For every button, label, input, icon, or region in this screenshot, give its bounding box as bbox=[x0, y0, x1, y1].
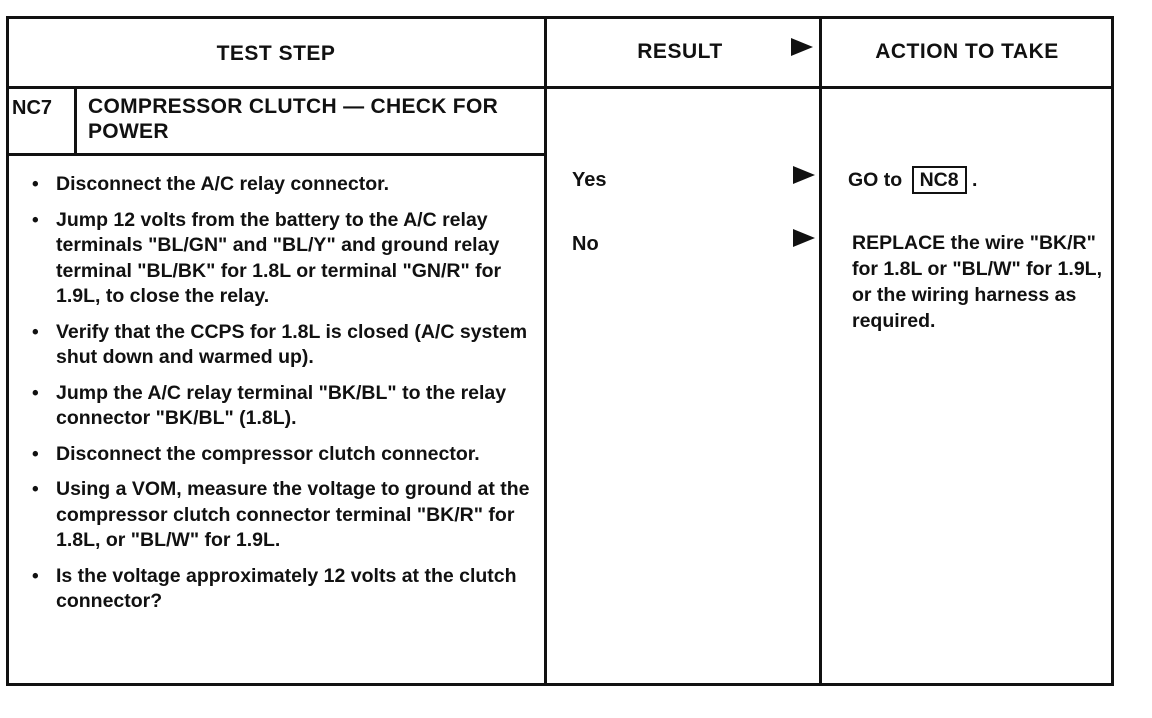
step-title-divider bbox=[8, 153, 546, 156]
result-no: No bbox=[572, 233, 599, 255]
step-code-divider bbox=[74, 86, 77, 154]
step-item: •Disconnect the compressor clutch connec… bbox=[30, 442, 530, 468]
step-item: •Jump the A/C relay terminal "BK/BL" to … bbox=[32, 381, 507, 430]
header-arrow-icon bbox=[791, 38, 813, 56]
action-yes-prefix: GO to bbox=[848, 169, 903, 191]
action-yes-suffix: . bbox=[972, 169, 978, 191]
step-code: NC7 bbox=[12, 97, 53, 119]
result-yes: Yes bbox=[572, 169, 607, 191]
action-no: REPLACE the wire "BK/R" for 1.8L or "BL/… bbox=[852, 232, 1102, 332]
bullet-icon: • bbox=[32, 321, 39, 343]
action-yes-step-ref: NC8 bbox=[911, 166, 967, 194]
column-divider-action bbox=[819, 18, 822, 684]
bullet-icon: • bbox=[32, 209, 39, 231]
step-item: •Is the voltage approximately 12 volts a… bbox=[32, 564, 517, 613]
header-result: RESULT bbox=[637, 40, 723, 63]
bullet-icon: • bbox=[32, 382, 39, 404]
header-action: ACTION TO TAKE bbox=[875, 40, 1059, 63]
step-item: •Verify that the CCPS for 1.8L is closed… bbox=[32, 320, 528, 369]
step-item: •Disconnect the A/C relay connector. bbox=[30, 172, 530, 198]
result-no-arrow-icon bbox=[793, 229, 815, 247]
diagnostic-table bbox=[6, 16, 1114, 686]
bullet-icon: • bbox=[32, 443, 39, 465]
result-yes-arrow-icon bbox=[793, 166, 815, 184]
step-item: •Jump 12 volts from the battery to the A… bbox=[32, 208, 502, 308]
header-divider bbox=[8, 86, 1112, 89]
step-item: •Using a VOM, measure the voltage to gro… bbox=[32, 478, 530, 551]
step-title: COMPRESSOR CLUTCH — CHECK FOR POWER bbox=[88, 95, 499, 143]
bullet-icon: • bbox=[32, 479, 39, 500]
column-divider-result bbox=[544, 18, 547, 684]
header-test-step: TEST STEP bbox=[216, 42, 336, 65]
bullet-icon: • bbox=[32, 565, 39, 587]
action-yes: GO to NC8 . bbox=[848, 166, 977, 194]
step-instructions: •Disconnect the A/C relay connector. •Ju… bbox=[30, 172, 530, 625]
bullet-icon: • bbox=[32, 174, 39, 195]
